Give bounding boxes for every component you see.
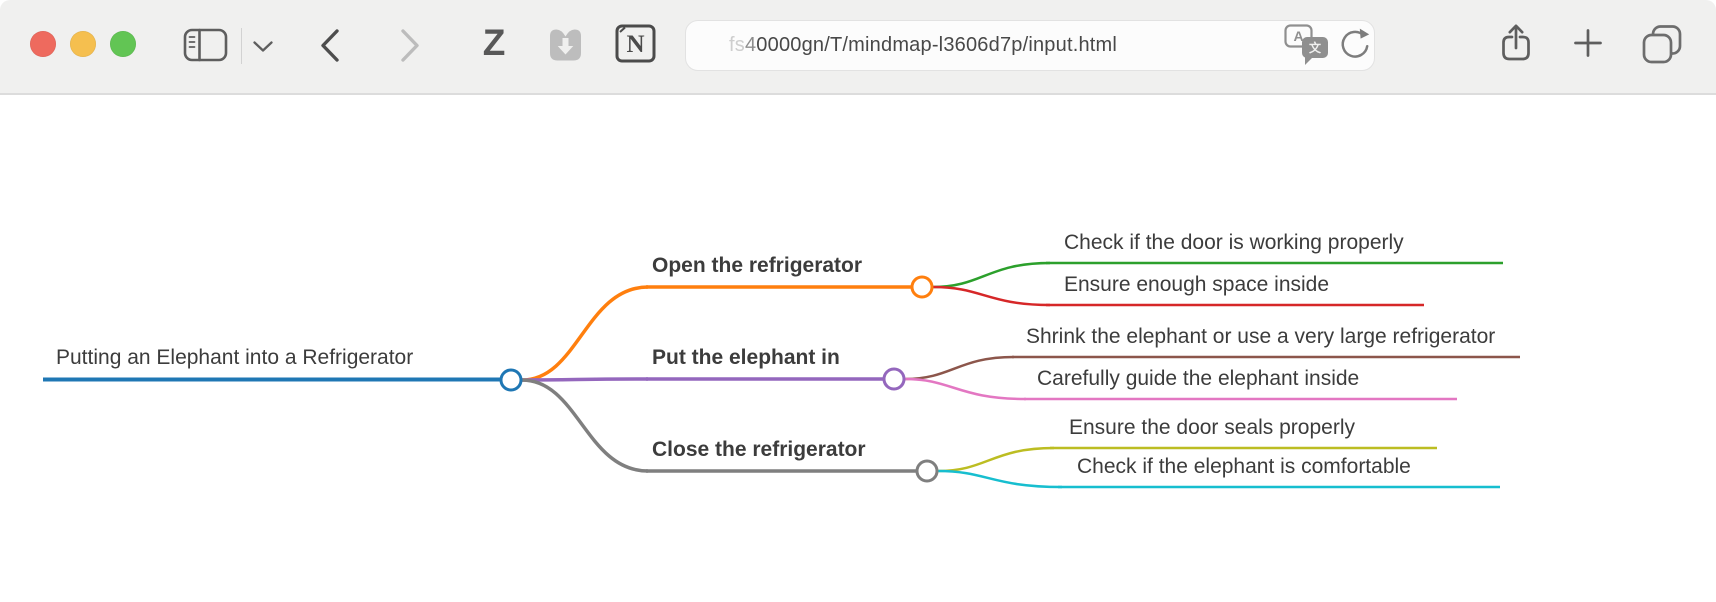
url-mid-segment: 4 xyxy=(744,34,757,56)
download-extension-icon[interactable] xyxy=(547,25,585,65)
zotero-extension-icon[interactable]: Z xyxy=(482,22,506,63)
minimize-window-button[interactable] xyxy=(70,31,96,57)
branch3-label: Close the refrigerator xyxy=(652,438,866,461)
toolbar-divider xyxy=(241,28,242,64)
zoom-window-button[interactable] xyxy=(110,31,136,57)
link-root-branch2 xyxy=(521,377,649,382)
collapse-circle-branch1[interactable] xyxy=(910,275,934,299)
child3-1-label: Ensure the door seals properly xyxy=(1069,416,1355,439)
collapse-circle-root[interactable] xyxy=(499,368,523,392)
reload-icon[interactable] xyxy=(1336,26,1374,64)
url-main-segment: 0000gn/T/mindmap-l3606d7p/input.html xyxy=(756,34,1118,56)
mindmap-root-label: Putting an Elephant into a Refrigerator xyxy=(56,346,414,369)
child1-1-label: Check if the door is working properly xyxy=(1064,231,1404,254)
tab-overview-icon[interactable] xyxy=(1641,24,1685,64)
url-text: fs40000gn/T/mindmap-l3606d7p/input.html xyxy=(686,34,1117,57)
url-faded-segment: fs xyxy=(729,34,745,56)
browser-toolbar: Z N fs40000gn/T/mindmap-l3606d7p/input.h… xyxy=(0,0,1716,95)
branch1-label: Open the refrigerator xyxy=(652,254,863,277)
notion-n-glyph: N xyxy=(626,31,644,58)
translate-zh-glyph: 文 xyxy=(1309,40,1322,55)
link-branch2-child2 xyxy=(904,377,1027,401)
child2-2-label: Carefully guide the elephant inside xyxy=(1037,367,1360,390)
link-branch1-child2 xyxy=(932,285,1051,307)
translate-icon[interactable]: A 文 xyxy=(1284,24,1334,68)
link-branch1-child1 xyxy=(932,261,1051,289)
link-root-branch1 xyxy=(521,285,649,382)
child2-1-label: Shrink the elephant or use a very large … xyxy=(1026,325,1496,348)
collapse-circle-branch3[interactable] xyxy=(915,459,939,483)
link-branch3-child1 xyxy=(937,446,1055,473)
close-window-button[interactable] xyxy=(30,31,56,57)
branch2-label: Put the elephant in xyxy=(652,346,840,369)
share-icon[interactable] xyxy=(1498,22,1536,64)
notion-extension-icon[interactable]: N xyxy=(614,23,658,65)
chevron-down-icon[interactable] xyxy=(252,39,274,55)
forward-button-icon[interactable] xyxy=(396,28,422,64)
link-root-branch3 xyxy=(521,378,649,473)
child1-2-label: Ensure enough space inside xyxy=(1064,273,1330,296)
child3-2-label: Check if the elephant is comfortable xyxy=(1077,455,1411,478)
back-button-icon[interactable] xyxy=(318,28,344,64)
collapse-circle-branch2[interactable] xyxy=(882,367,906,391)
translate-a-glyph: A xyxy=(1293,28,1303,44)
sidebar-toggle-icon[interactable] xyxy=(183,28,229,64)
link-branch3-child2 xyxy=(937,469,1063,489)
address-bar[interactable]: fs40000gn/T/mindmap-l3606d7p/input.html xyxy=(685,20,1375,71)
new-tab-plus-icon[interactable] xyxy=(1573,28,1603,58)
link-branch2-child1 xyxy=(904,355,1015,381)
